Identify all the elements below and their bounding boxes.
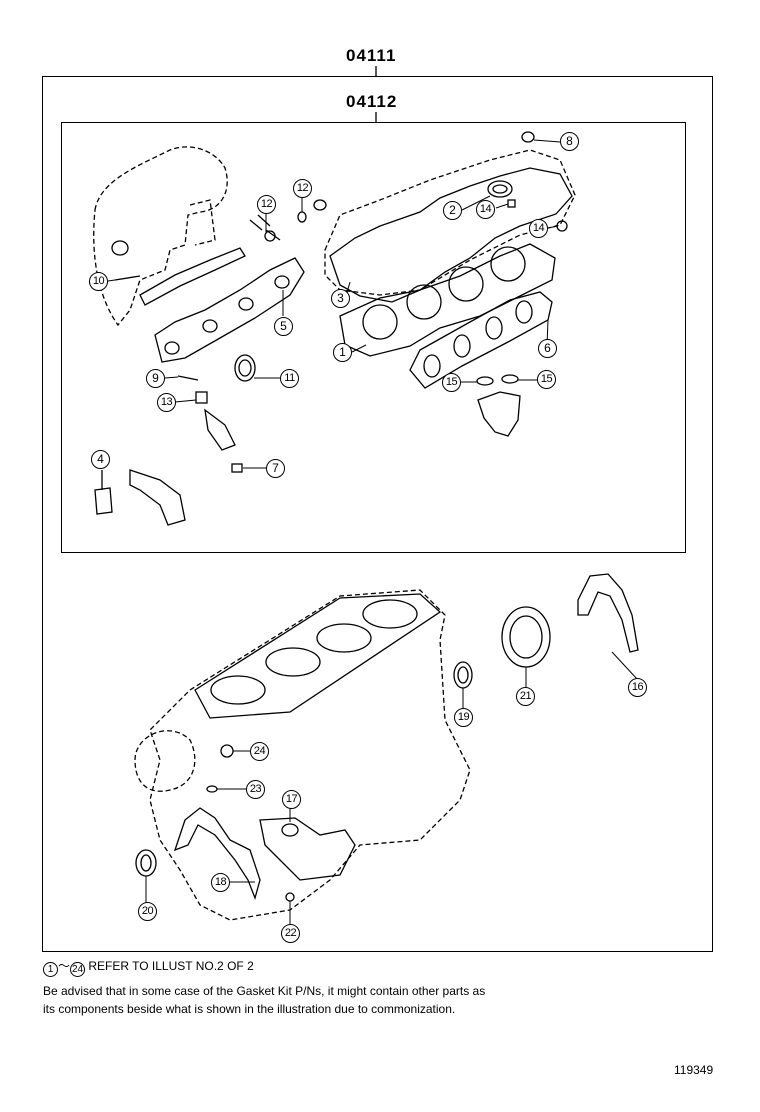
callout-19: 19: [454, 708, 473, 727]
callout-8: 8: [560, 132, 579, 151]
callout-4: 4: [91, 450, 110, 469]
callout-23: 23: [246, 780, 265, 799]
advisory-line-1: Be advised that in some case of the Gask…: [43, 984, 486, 998]
callout-12-left: 12: [257, 195, 276, 214]
callout-24: 24: [250, 742, 269, 761]
advisory-line-2: its components beside what is shown in t…: [43, 1002, 456, 1016]
reference-note: 1～24 REFER TO ILLUST NO.2 OF 2: [43, 957, 254, 977]
inner-kit-frame: [61, 122, 686, 553]
outer-kit-frame: [42, 76, 713, 952]
callout-5: 5: [274, 317, 293, 336]
callout-7: 7: [266, 459, 285, 478]
callout-22: 22: [281, 924, 300, 943]
ref-tilde: ～: [58, 959, 71, 973]
ref-end-circle: 24: [70, 962, 86, 977]
callout-1: 1: [333, 343, 352, 362]
callout-18: 18: [211, 873, 230, 892]
ref-text: REFER TO ILLUST NO.2 OF 2: [88, 959, 254, 973]
callout-16: 16: [628, 678, 647, 697]
engine-block-outline: [134, 589, 471, 921]
upper-engine-outline: [93, 146, 576, 327]
callout-12-right: 12: [293, 179, 312, 198]
block-deck: [194, 593, 442, 719]
illustration-number: 119349: [674, 1063, 714, 1077]
callout-14-right: 14: [529, 219, 548, 238]
callout-9: 9: [146, 369, 165, 388]
callout-20: 20: [138, 902, 157, 921]
callout-6: 6: [538, 339, 557, 358]
callout-15-left: 15: [442, 373, 461, 392]
valve-cover-gasket: [329, 167, 573, 303]
inner-kit-code: 04112: [346, 92, 398, 111]
callout-3: 3: [331, 289, 350, 308]
callout-21: 21: [516, 687, 535, 706]
callout-17: 17: [282, 790, 301, 809]
intake-manifold-gasket: [154, 257, 305, 363]
callout-11: 11: [280, 369, 299, 388]
cylinder-head-gasket: [339, 243, 556, 357]
callout-13: 13: [157, 393, 176, 412]
callout-14-upper: 14: [476, 200, 495, 219]
callout-15-right: 15: [537, 370, 556, 389]
callout-10: 10: [89, 272, 108, 291]
outer-kit-code: 04111: [346, 46, 397, 65]
ref-start-circle: 1: [43, 962, 58, 977]
timing-cover-gasket: [577, 573, 639, 653]
callout-2: 2: [443, 201, 462, 220]
